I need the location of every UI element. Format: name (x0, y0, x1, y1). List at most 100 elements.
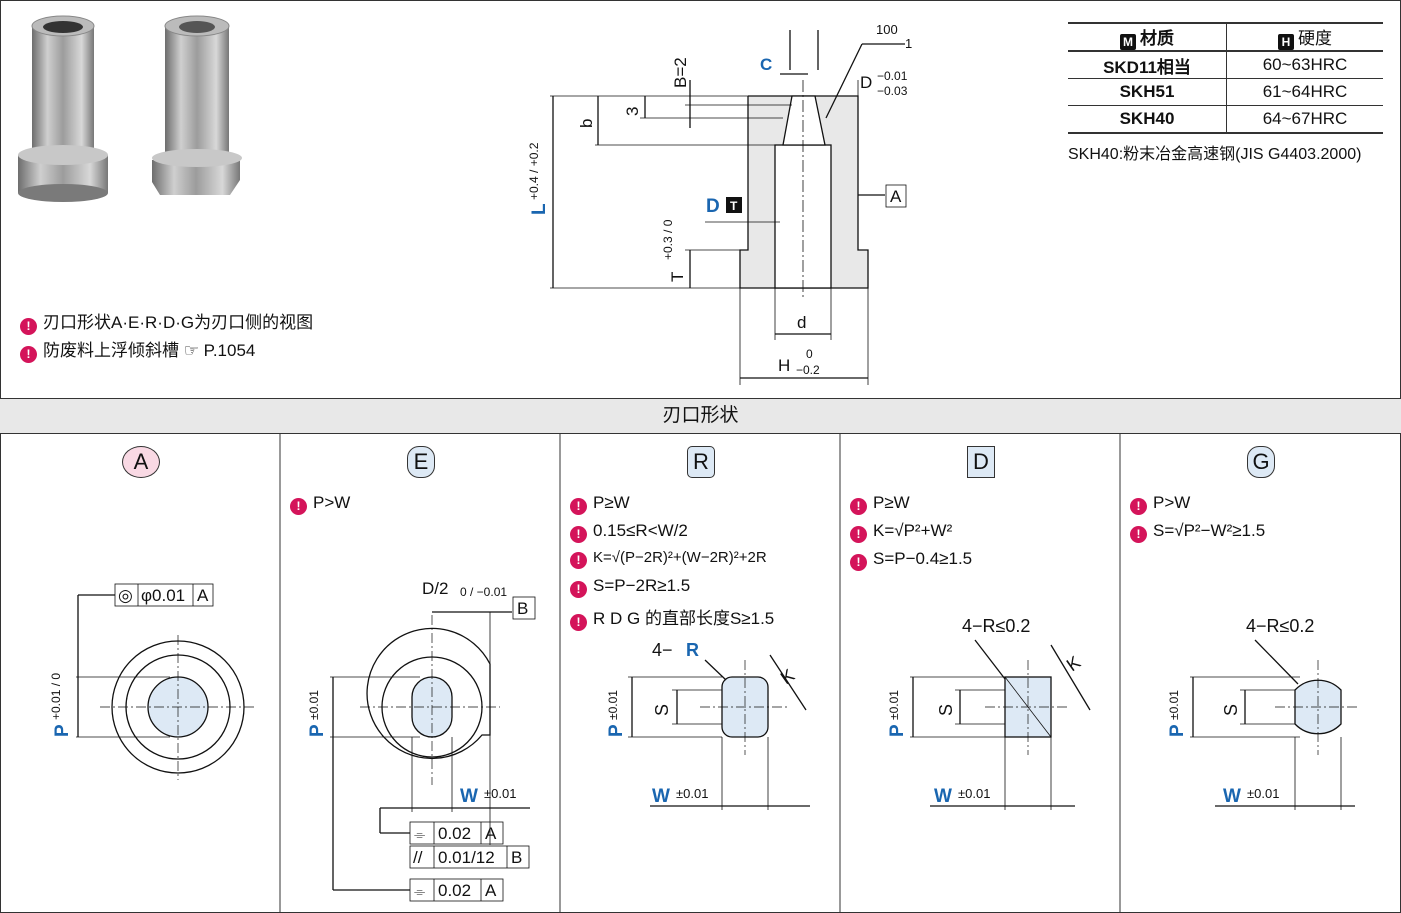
E-datum-B: B (517, 599, 528, 618)
G-dim-W: W (1223, 786, 1241, 807)
shape-D-drawing (910, 639, 1091, 810)
shape-badge-R: R (687, 446, 715, 478)
material-mark-icon: M (1120, 34, 1136, 50)
E-frame2-datum: B (511, 848, 522, 867)
shape-A-drawing (76, 594, 256, 780)
condition-text: S=√P²−W²≥1.5 (1153, 521, 1266, 540)
product-photo-flat (152, 15, 242, 195)
condition-text: P>W (313, 493, 351, 512)
condition-text: 0.15≤R<W/2 (593, 521, 688, 540)
note-2: ! 防废料上浮倾斜槽 ☞ P.1054 (20, 336, 255, 363)
dim-D-tol-bot: −0.03 (877, 84, 908, 98)
E-frame1-value: 0.02 (438, 824, 471, 843)
condition-text: P≥W (593, 493, 630, 512)
hardness-cell: 64~67HRC (1226, 105, 1383, 134)
R-condition-2: !0.15≤R<W/2 (570, 521, 688, 543)
product-photo-round (18, 15, 108, 202)
section-title: 刃口形状 (0, 398, 1401, 434)
E-condition-1: ! P>W (290, 493, 350, 515)
dim-L-tol: +0.4 / +0.2 (527, 142, 541, 200)
dim-D-mark-box: T (730, 199, 738, 213)
condition-text: K=√P²+W² (873, 521, 953, 540)
condition-text: R D G 的直部长度S≥1.5 (593, 609, 775, 628)
E-frame3-datum: A (485, 881, 497, 900)
D-dim-K: K (1063, 652, 1084, 675)
hint-icon: ! (1130, 498, 1147, 515)
surface-100: 100 (876, 22, 898, 37)
hardness-cell: 61~64HRC (1226, 78, 1383, 106)
G-dim-4R: 4−R≤0.2 (1246, 616, 1314, 636)
shape-badge-G: G (1247, 446, 1275, 478)
A-frame-symbol: ◎ (118, 586, 133, 605)
condition-text: K=√(P−2R)²+(W−2R)²+2R (593, 549, 767, 566)
D-dim-4R: 4−R≤0.2 (962, 616, 1030, 636)
material-cell: SKH40 (1068, 105, 1227, 134)
R-condition-4: ! S=P−2R≥1.5 (570, 576, 690, 598)
note-1-text: 刃口形状A·E·R·D·G为刃口侧的视图 (43, 313, 314, 332)
A-frame-value: φ0.01 (141, 586, 185, 605)
shape-R-drawing (628, 654, 810, 810)
hint-icon: ! (850, 526, 867, 543)
R-dim-P-tol: ±0.01 (606, 690, 620, 720)
E-dim-W-tol: ±0.01 (484, 786, 516, 801)
E-frame2-symbol: // (413, 848, 423, 867)
dim-3: 3 (623, 107, 642, 116)
dim-b: b (577, 119, 596, 128)
D-dim-W: W (934, 786, 952, 807)
R-condition-5: !R D G 的直部长度S≥1.5 (570, 604, 774, 631)
E-frame1-datum: A (485, 824, 497, 843)
D-dim-S: S (936, 704, 956, 716)
shape-G-drawing (1190, 639, 1360, 810)
D-condition-3: ! S=P−0.4≥1.5 (850, 549, 972, 571)
dim-H-tol-top: 0 (806, 347, 813, 361)
R-dim-S: S (652, 704, 672, 716)
E-dim-D2-tol: 0 / −0.01 (460, 585, 507, 599)
dim-d: d (797, 313, 806, 332)
note-1: ! 刃口形状A·E·R·D·G为刃口侧的视图 (20, 308, 313, 335)
material-header: 材质 (1140, 29, 1174, 48)
E-frame2-value: 0.01/12 (438, 848, 495, 867)
hint-icon: ! (1130, 526, 1147, 543)
hint-icon: ! (20, 318, 37, 335)
D-dim-P: P (887, 724, 908, 737)
A-dim-P: P (52, 724, 73, 737)
E-dim-D2: D/2 (422, 579, 448, 598)
hint-icon: ! (570, 552, 587, 569)
hint-icon: ! (570, 498, 587, 515)
dim-D-tol-top: −0.01 (877, 69, 908, 83)
dim-T: T (668, 272, 687, 282)
material-cell: SKH51 (1068, 78, 1227, 106)
hint-icon: ! (290, 498, 307, 515)
G-condition-1: ! P>W (1130, 493, 1190, 515)
hint-icon: ! (850, 498, 867, 515)
R-condition-1: ! P≥W (570, 493, 630, 515)
hint-icon: ! (570, 581, 587, 598)
hint-icon: ! (20, 346, 37, 363)
A-frame-datum: A (197, 586, 209, 605)
material-note: SKH40:粉末冶金高速钢(JIS G4403.2000) (1068, 146, 1362, 163)
hint-icon: ! (850, 554, 867, 571)
dim-D-mark: D (706, 196, 720, 217)
note-2-text: 防废料上浮倾斜槽 ☞ P.1054 (43, 341, 256, 360)
G-condition-2: ! S=√P²−W²≥1.5 (1130, 521, 1265, 543)
shape-badge-E: E (407, 446, 435, 478)
G-dim-W-tol: ±0.01 (1247, 786, 1279, 801)
R-dim-K: K (777, 665, 798, 688)
table-row: SKH51 61~64HRC (1068, 78, 1383, 106)
R-dim-P: P (606, 724, 627, 737)
condition-text: S=P−0.4≥1.5 (873, 549, 973, 568)
G-dim-P-tol: ±0.01 (1167, 690, 1181, 720)
table-row: SKD11相当 60~63HRC (1068, 51, 1383, 79)
main-section-drawing (550, 30, 905, 385)
condition-text: P>W (1153, 493, 1191, 512)
condition-text: S=P−2R≥1.5 (593, 576, 691, 595)
R-condition-3: ! K=√(P−2R)²+(W−2R)²+2R (570, 549, 767, 569)
dim-H: H (778, 356, 790, 375)
dim-D: D (860, 73, 872, 92)
condition-text: P≥W (873, 493, 910, 512)
R-dim-4R-prefix: 4− (652, 640, 673, 660)
E-frame3-value: 0.02 (438, 881, 471, 900)
shape-badge-A: A (122, 446, 160, 478)
